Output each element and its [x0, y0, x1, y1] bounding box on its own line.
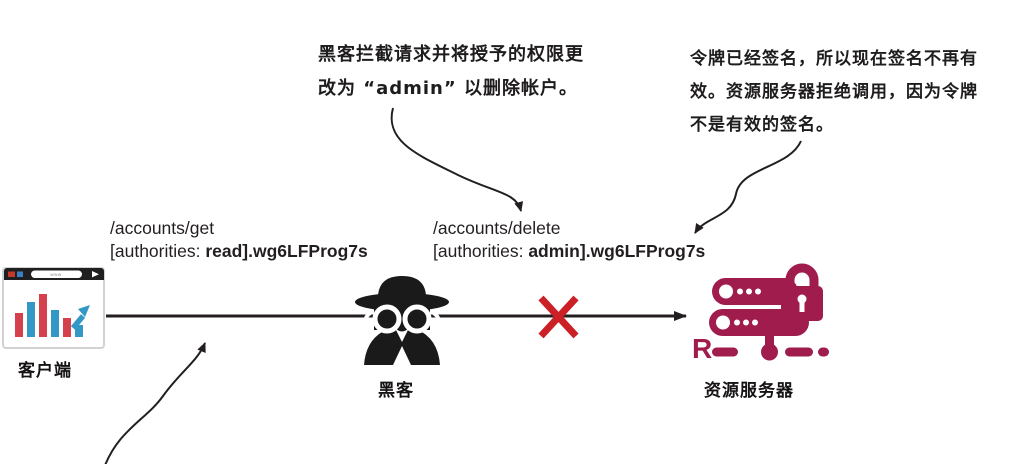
annotation-line: 黑客拦截请求并将授予的权限更	[318, 44, 584, 65]
address-bar-text: www	[50, 272, 61, 277]
annotation-hacker-note: 黑客拦截请求并将授予的权限更 改为 “admin” 以删除帐户。	[318, 38, 598, 106]
server-monogram: R	[692, 333, 712, 364]
request-path: /accounts/delete	[433, 218, 561, 238]
authorities-value-and-signature: admin].wg6LFProg7s	[528, 241, 706, 261]
hacker-icon	[355, 276, 449, 365]
hacker-label: 黑客	[378, 381, 414, 401]
curve-arrow-hacker-note-to-tampered-request	[390, 107, 524, 212]
annotation-server-note: 令牌已经签名，所以现在签名不再有 效。资源服务器拒绝调用，因为令牌 不是有效的签…	[690, 43, 980, 142]
client-label: 客户端	[18, 361, 72, 381]
resource-server-icon: R	[692, 263, 829, 364]
annotation-line: 不是有效的签名。	[690, 115, 834, 135]
fedora-hat-icon	[355, 276, 449, 311]
server-label: 资源服务器	[704, 381, 794, 401]
trend-arrow-icon	[70, 305, 90, 330]
bar-chart-icon	[15, 294, 83, 337]
browser-button-red	[8, 271, 15, 277]
authorities-value-and-signature: read].wg6LFProg7s	[205, 241, 368, 261]
spy-body	[364, 329, 440, 365]
padlock-icon	[781, 263, 823, 321]
request-authorities: [authorities: read].wg6LFProg7s	[110, 240, 368, 263]
annotation-line: 改为 “admin” 以删除帐户。	[318, 78, 578, 99]
request-tampered-label: /accounts/delete [authorities: admin].wg…	[433, 217, 705, 263]
spy-beak	[395, 328, 409, 342]
annotation-line: 令牌已经签名，所以现在签名不再有	[690, 49, 978, 69]
network-node	[712, 335, 829, 361]
annotation-line: 效。资源服务器拒绝调用，因为令牌	[690, 82, 978, 102]
browser-button-blue	[17, 271, 23, 277]
rejected-x-icon	[538, 295, 579, 339]
authorities-prefix: [authorities:	[433, 241, 529, 261]
spy-glasses-icon	[363, 304, 441, 342]
client-browser-icon: www	[2, 267, 105, 349]
curve-arrow-bottom-to-flow-line	[104, 342, 206, 464]
curve-arrow-server-note-to-request	[694, 140, 802, 234]
authorities-prefix: [authorities:	[110, 241, 206, 261]
request-path: /accounts/get	[110, 218, 215, 238]
browser-go-arrow-icon	[92, 271, 99, 278]
request-authorities: [authorities: admin].wg6LFProg7s	[433, 240, 705, 263]
request-original-label: /accounts/get [authorities: read].wg6LFP…	[110, 217, 368, 263]
address-bar	[31, 270, 82, 278]
